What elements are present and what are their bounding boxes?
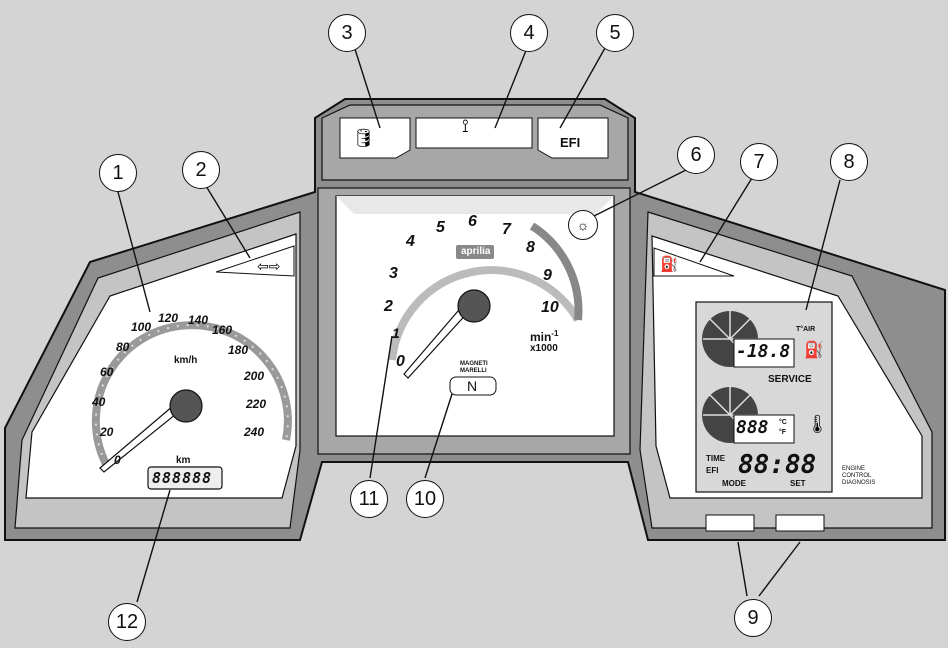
callout-9: 9: [734, 599, 772, 637]
brand-label: aprilia: [461, 246, 491, 257]
oil-pressure-icon: 🛢: [352, 128, 375, 148]
speed-scale-label: 40: [92, 395, 106, 409]
speed-scale-label: 220: [246, 397, 267, 411]
time-label: TIME: [706, 454, 726, 463]
headlight-icon: ☼: [568, 210, 598, 240]
service-label: SERVICE: [768, 374, 812, 385]
maker-label-line1: MAGNETI: [460, 361, 488, 367]
tach-scale-label: 6: [468, 213, 477, 230]
callout-leaders: [117, 45, 841, 603]
warning-light-row: [339, 117, 609, 159]
speed-scale-label: 60: [100, 365, 114, 379]
maker-label-line2: MARELLI: [460, 368, 487, 374]
speed-scale-label: 200: [244, 369, 265, 383]
fuel-pump-icon: ⛽: [660, 256, 679, 273]
turn-signal-icon: ⇦⇨: [257, 258, 281, 274]
callout-5: 5: [596, 14, 634, 52]
engine-diag-line1: ENGINE: [842, 466, 866, 472]
odometer-window: [147, 466, 223, 490]
tach-scale-label: 8: [526, 239, 535, 256]
tachometer-scale: [388, 222, 583, 361]
set-label: SET: [790, 479, 806, 488]
brand-badge: [456, 245, 494, 259]
speedometer-needle: [99, 389, 203, 473]
lcd-efi-label: EFI: [706, 466, 719, 475]
gear-indicator-window: [449, 376, 497, 396]
callout-12: 12: [108, 603, 146, 641]
engine-diag-line2: CONTROL: [842, 473, 872, 479]
engine-diag-line3: DIAGNOSIS: [842, 480, 876, 486]
upper-lcd-value: -18.8: [736, 341, 791, 362]
tachometer-needle: [403, 289, 491, 379]
callout-3: 3: [328, 14, 366, 52]
speed-scale-label: 100: [131, 320, 152, 334]
mode-button[interactable]: [705, 514, 755, 532]
tach-scale-label: 5: [436, 219, 445, 236]
tach-scale-label: 0: [396, 353, 405, 370]
air-temp-label: T°AIR: [796, 326, 816, 333]
tach-scale-label: 1: [392, 325, 400, 341]
callout-10: 10: [406, 480, 444, 518]
speed-unit-label: km/h: [174, 355, 198, 366]
odometer-display: 888888: [152, 469, 213, 487]
speed-scale-label: 160: [212, 323, 233, 337]
fuel-pump-icon-lcd: ⛽: [804, 342, 824, 359]
callout-6: 6: [677, 136, 715, 174]
fuel-reserve-window: [653, 247, 735, 277]
celsius-label: °C: [779, 419, 787, 426]
gear-display: N: [467, 378, 478, 394]
speed-scale-label: 80: [116, 340, 130, 354]
tach-unit-exponent: -1: [551, 329, 559, 338]
speed-scale-label: 120: [158, 311, 179, 325]
fahrenheit-label: °F: [779, 429, 787, 436]
tach-unit-base: min: [530, 330, 552, 344]
speedometer-scale: [91, 321, 292, 466]
mode-label: MODE: [722, 479, 746, 488]
coolant-temperature-icon: 🌡: [806, 414, 829, 434]
efi-warning-label: EFI: [560, 135, 581, 150]
callout-7: 7: [740, 143, 778, 181]
callout-2: 2: [182, 151, 220, 189]
tach-scale-label: 4: [406, 233, 415, 250]
set-button[interactable]: [775, 514, 825, 532]
tach-scale-label: 7: [502, 221, 511, 238]
turn-signal-window: [215, 245, 295, 277]
tach-scale-label: 10: [541, 299, 559, 316]
tach-unit-label: min-1: [530, 329, 559, 344]
tach-scale-label: 9: [543, 267, 552, 284]
clock-display: 88:88: [738, 450, 817, 480]
speed-scale-label: 140: [188, 313, 209, 327]
tach-scale-label: 3: [389, 265, 398, 282]
callout-1: 1: [99, 154, 137, 192]
speed-scale-label: 180: [228, 343, 249, 357]
odometer-unit-label: km: [176, 455, 191, 466]
callout-8: 8: [830, 143, 868, 181]
callout-11: 11: [350, 480, 388, 518]
callout-4: 4: [510, 14, 548, 52]
tach-multiplier-label: x1000: [530, 343, 558, 354]
tach-scale-label: 2: [384, 298, 393, 315]
side-stand-icon: ⟟: [462, 116, 469, 136]
lower-lcd-value: 888: [736, 417, 769, 438]
speed-scale-label: 0: [114, 453, 121, 467]
speed-scale-label: 240: [244, 425, 265, 439]
speed-scale-label: 20: [100, 425, 114, 439]
